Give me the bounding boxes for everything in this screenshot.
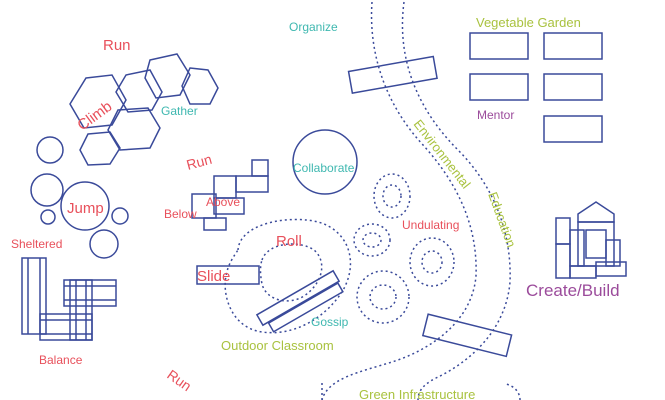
jump-circles (30, 136, 129, 259)
balance-beams (21, 257, 117, 341)
outdoor-classroom-label: Outdoor Classroom (221, 338, 334, 353)
organize-label: Organize (289, 20, 338, 34)
create-build-label: Create/Build (526, 281, 620, 300)
collaborate-circle (292, 129, 358, 195)
climb-hexagon-cluster (69, 53, 219, 166)
green-infrastructure-label: Green Infrastructure (359, 387, 475, 400)
above-label: Above (206, 195, 240, 209)
balance-label: Balance (39, 353, 83, 367)
below-label: Below (164, 207, 197, 221)
environmental-education-path (321, 1, 521, 400)
environmental-label: Environmental (411, 117, 474, 192)
above-below-blocks (191, 159, 269, 231)
create-build-blocks (555, 201, 627, 279)
collaborate-label: Collaborate (293, 161, 355, 175)
gossip-label: Gossip (311, 315, 349, 329)
vegetable-garden-label: Vegetable Garden (476, 15, 581, 30)
education-label: Education (485, 190, 519, 249)
run-label: Run (164, 366, 194, 394)
run-label: Run (185, 151, 214, 173)
slide-label: Slide (197, 268, 230, 285)
mentor-label: Mentor (477, 108, 514, 122)
sheltered-label: Sheltered (11, 237, 62, 251)
roll-label: Roll (276, 233, 302, 250)
undulating-label: Undulating (402, 218, 459, 232)
path-crossings (347, 55, 513, 358)
run-label: Run (103, 37, 131, 54)
jump-label: Jump (67, 200, 104, 217)
vegetable-garden-beds (469, 32, 603, 143)
gather-label: Gather (161, 104, 198, 118)
outdoor-classroom-mound (196, 218, 352, 334)
undulating-rings (353, 173, 455, 324)
